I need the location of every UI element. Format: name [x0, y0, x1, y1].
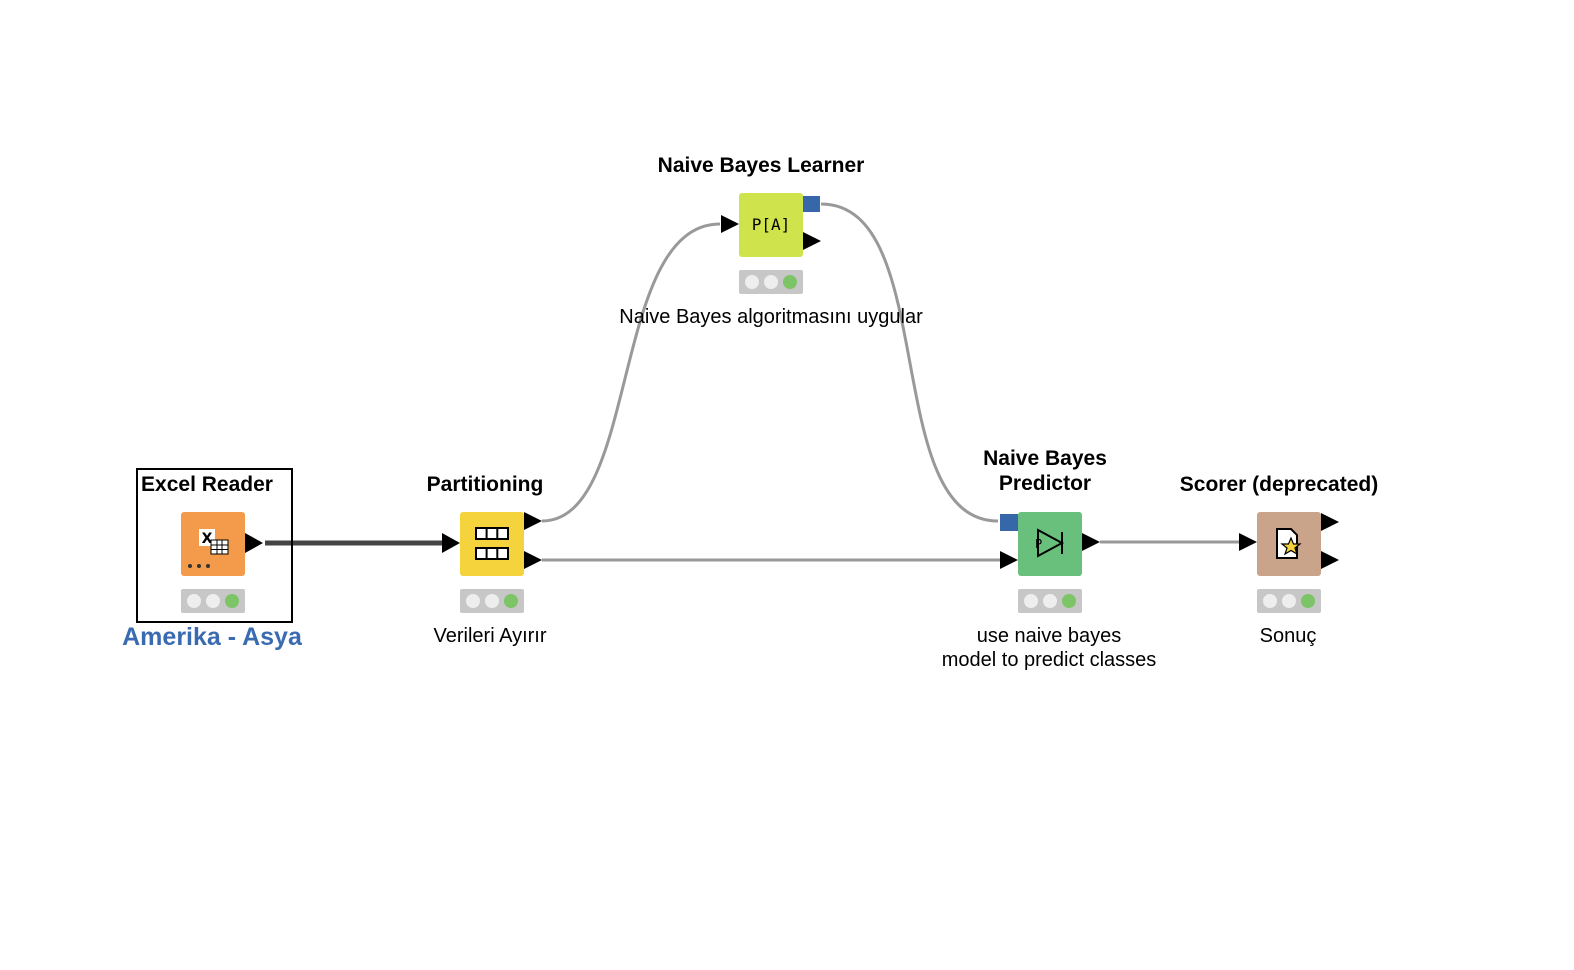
- scorer-input-port[interactable]: [1239, 533, 1257, 551]
- connection-partitioning-learner[interactable]: [541, 222, 721, 523]
- scorer-description: Sonuç: [1259, 625, 1317, 647]
- predictor-icon: P: [1035, 528, 1065, 558]
- scorer-node[interactable]: [1257, 512, 1321, 576]
- predictor-description-line1: use naive bayes: [976, 625, 1122, 647]
- partitioning-input-port[interactable]: [442, 533, 460, 553]
- learner-output-port[interactable]: [803, 232, 821, 250]
- predictor-input-port[interactable]: [1000, 551, 1018, 569]
- predictor-model-port[interactable]: [1000, 514, 1018, 531]
- learner-title: Naive Bayes Learner: [657, 154, 865, 177]
- partitioning-title: Partitioning: [426, 473, 544, 496]
- partitioning-output-port-2[interactable]: [524, 551, 542, 569]
- svg-text:P: P: [1035, 537, 1042, 551]
- connection-learner-predictor[interactable]: [820, 202, 999, 523]
- learner-model-port[interactable]: [803, 196, 820, 212]
- excel-reader-annotation[interactable]: Amerika - Asya: [122, 623, 302, 651]
- excel-output-port[interactable]: [245, 533, 263, 553]
- predictor-title: Naive Bayes Predictor: [983, 446, 1107, 496]
- predictor-description: use naive bayes model to predict classes: [942, 624, 1157, 672]
- excel-reader-node[interactable]: X: [181, 512, 245, 576]
- svg-text:X: X: [202, 531, 213, 547]
- learner-input-port[interactable]: [721, 215, 739, 233]
- scorer-status: [1257, 589, 1321, 613]
- predictor-node[interactable]: P: [1018, 512, 1082, 576]
- predictor-title-line1: Naive Bayes: [983, 447, 1107, 470]
- learner-status: [739, 270, 803, 294]
- excel-icon: X: [188, 529, 229, 568]
- predictor-output-port[interactable]: [1082, 533, 1100, 551]
- predictor-status: [1018, 589, 1082, 613]
- scorer-title: Scorer (deprecated): [1179, 473, 1379, 496]
- predictor-title-line2: Predictor: [998, 472, 1092, 495]
- partitioning-status: [460, 589, 524, 613]
- learner-icon-text: P[A]: [751, 215, 791, 234]
- learner-node[interactable]: P[A]: [739, 193, 803, 257]
- excel-reader-status: [181, 589, 245, 613]
- learner-description: Naive Bayes algoritmasını uygular: [619, 306, 923, 328]
- partitioning-description: Verileri Ayırır: [433, 625, 547, 647]
- scorer-output-port-2[interactable]: [1321, 551, 1339, 569]
- excel-reader-selection-frame: [136, 468, 293, 623]
- excel-reader-title: Excel Reader: [141, 473, 273, 496]
- predictor-description-line2: model to predict classes: [941, 649, 1157, 671]
- scorer-output-port-1[interactable]: [1321, 513, 1339, 531]
- partitioning-node[interactable]: [460, 512, 524, 576]
- partition-icon: [475, 527, 509, 560]
- partitioning-output-port-1[interactable]: [524, 512, 542, 530]
- scorer-document-star-icon: [1276, 528, 1302, 559]
